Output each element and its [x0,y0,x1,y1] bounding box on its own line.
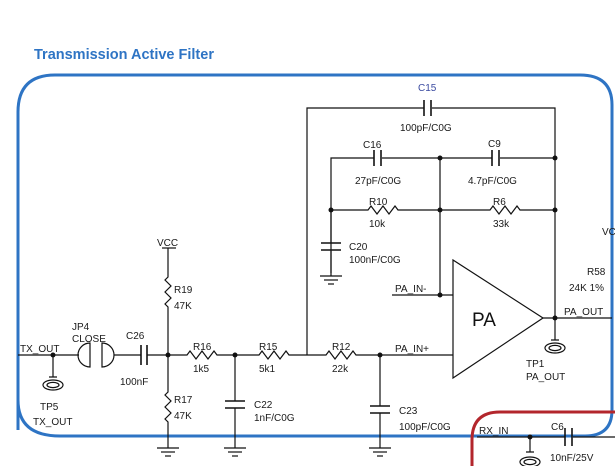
r10-value: 10k [369,219,386,230]
c26-ref: C26 [126,331,145,342]
c23-capacitor [370,355,390,448]
r6-resistor [440,205,555,215]
c20-capacitor [321,210,341,276]
r15-resistor [235,350,307,360]
c6-capacitor [564,428,573,446]
section-title: Transmission Active Filter [34,47,214,63]
c23-ref: C23 [399,406,418,417]
c26-capacitor [140,345,168,365]
r19-ref: R19 [174,285,193,296]
c16-ref: C16 [363,140,382,151]
r16-value: 1k5 [193,364,210,375]
net-pa-out: PA_OUT [564,307,603,318]
r15-value: 5k1 [259,364,276,375]
jp4-jumper [77,342,141,368]
c6-value: 10nF/25V [550,453,594,464]
tp1-test-point [544,318,566,354]
c16-value: 27pF/C0G [355,176,401,187]
tp5-value: TX_OUT [33,417,72,428]
c23-value: 100pF/C0G [399,422,451,433]
r17-value: 47K [174,411,192,422]
r6-value: 33k [493,219,510,230]
tx-block-border [16,73,614,438]
pa-amplifier [452,258,545,380]
jp4-value: CLOSE [72,334,106,345]
r17-ref: R17 [174,395,193,406]
r58-value: 24K 1% [569,283,604,294]
c20-value: 100nF/C0G [349,255,401,266]
c9-value: 4.7pF/C0G [468,176,517,187]
r16-resistor [168,350,235,360]
c15-ref: C15 [418,83,437,94]
c9-ref: C9 [488,139,501,150]
ground-icon [320,275,342,285]
tp1-ref: TP1 [526,359,545,370]
c22-capacitor [225,355,245,448]
r10-resistor [331,205,440,215]
jp4-ref: JP4 [72,322,90,333]
c22-ref: C22 [254,400,273,411]
r17-resistor [164,355,172,448]
r15-ref: R15 [259,342,278,353]
c26-value: 100nF [120,377,148,388]
net-pa-in-minus: PA_IN- [395,284,427,295]
net-rx-in: RX_IN [479,426,508,437]
c20-ref: C20 [349,242,368,253]
tp5-test-point [42,355,64,391]
tp1-value: PA_OUT [526,372,565,383]
r19-value: 47K [174,301,192,312]
r12-resistor [307,350,380,360]
tp5-ref: TP5 [40,402,59,413]
c9-capacitor [440,150,555,166]
ground-icon [157,447,179,457]
r12-value: 22k [332,364,349,375]
c6-ref: C6 [551,422,564,433]
r58-ref: R58 [587,267,606,278]
c22-value: 1nF/C0G [254,413,295,424]
net-vcc: VCC [157,238,178,249]
ground-icon [224,447,246,457]
net-pa-in-plus: PA_IN+ [395,344,429,355]
r16-ref: R16 [193,342,212,353]
net-tx-out: TX_OUT [20,344,59,355]
r6-ref: R6 [493,197,506,208]
net-vcc-partial: VC [602,227,615,238]
c15-capacitor [306,100,556,322]
r10-ref: R10 [369,197,388,208]
r19-resistor [164,248,172,355]
rx-block-border [470,410,615,466]
ground-icon [369,447,391,457]
c15-value: 100pF/C0G [400,123,452,134]
pa-label: PA [472,310,496,331]
r12-ref: R12 [332,342,351,353]
rx-test-point [519,437,541,466]
